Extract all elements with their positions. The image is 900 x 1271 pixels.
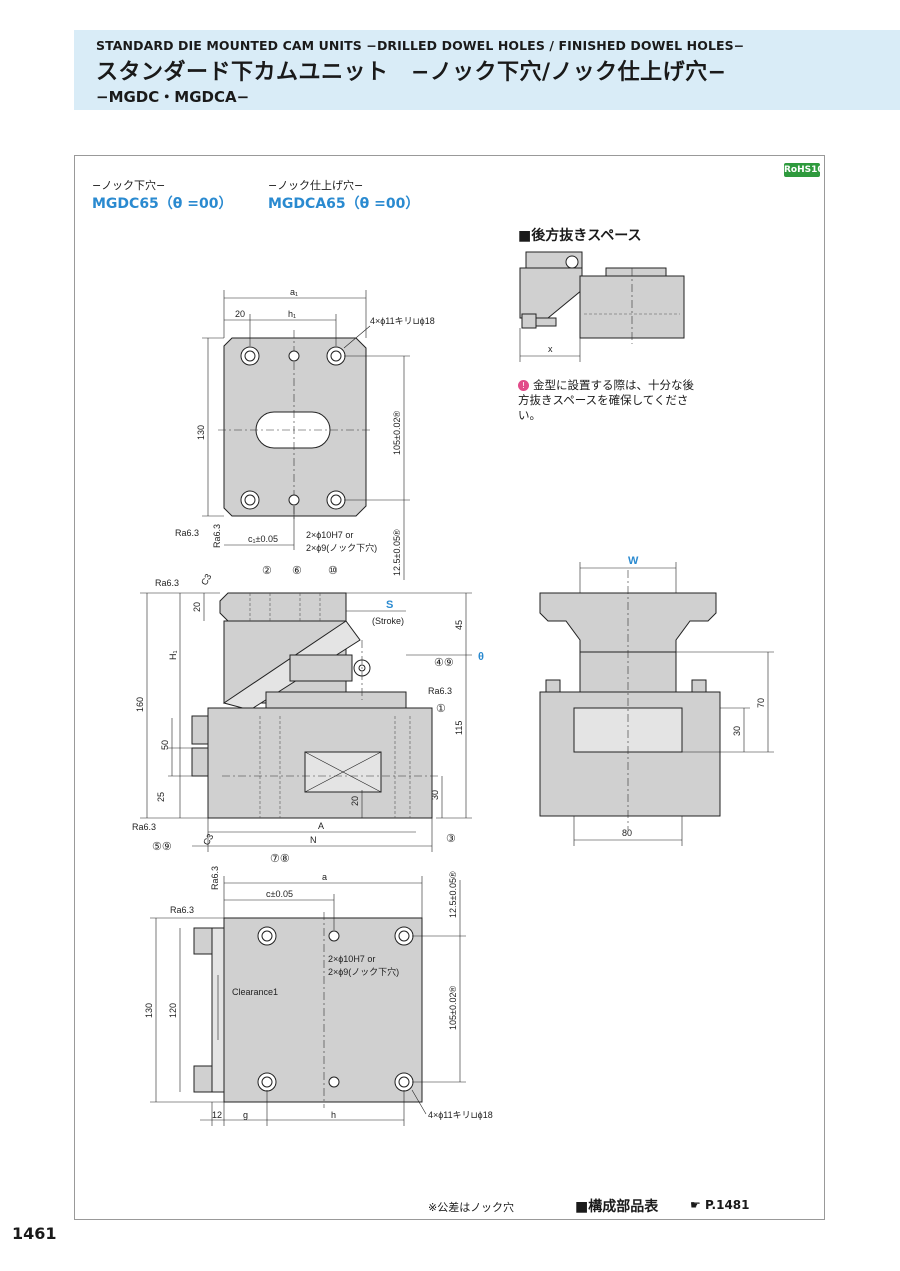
dim-a1: a₁ [290, 287, 298, 297]
dim-80: 80 [622, 828, 632, 838]
dim-120: 120 [168, 1003, 178, 1018]
dim-70: 70 [756, 698, 766, 708]
callout-7-8: ⑦⑧ [270, 853, 290, 865]
ra-label-6: Ra6.3 [210, 866, 220, 890]
callout-10: ⑩ [328, 565, 338, 577]
arrow-icon: ☛ [690, 1198, 701, 1212]
page-number: 1461 [12, 1224, 57, 1243]
variant-caption-drilled: −ノック下穴− [92, 179, 166, 192]
callout-3: ③ [446, 833, 456, 845]
dim-12-5-bottom: 12.5±0.05® [448, 871, 458, 918]
ra-label-3: Ra6.3 [155, 578, 179, 588]
ra-label-2: Ra6.3 [212, 524, 222, 548]
dim-20-top: 20 [235, 309, 245, 319]
dim-130-top: 130 [196, 425, 206, 440]
callout-5-9: ⑤⑨ [152, 841, 172, 853]
dim-c1: c₁±0.05 [248, 534, 278, 544]
callout-1: ① [436, 703, 446, 715]
dim-130-bottom: 130 [144, 1003, 154, 1018]
clearance-label: Clearance1 [232, 987, 278, 997]
dim-a: a [322, 872, 327, 882]
page-reference[interactable]: ☛ P.1481 [690, 1198, 750, 1212]
dim-12: 12 [212, 1110, 222, 1120]
dim-g: g [243, 1110, 248, 1120]
dim-25: 25 [156, 792, 166, 802]
dim-h: h [331, 1110, 336, 1120]
callout-6: ⑥ [292, 565, 302, 577]
dim-N: N [310, 835, 317, 845]
variant-model-mgdca: MGDCA65（θ =00） [268, 196, 420, 212]
rohs-badge: RoHS10 [784, 163, 824, 177]
variant-caption-finished: −ノック仕上げ穴− [268, 179, 364, 192]
title-english: STANDARD DIE MOUNTED CAM UNITS −DRILLED … [96, 38, 745, 53]
dim-20-front: 20 [192, 602, 202, 612]
dim-12-5-top: 12.5±0.05® [392, 529, 402, 576]
dowel-spec-1a: 2×ϕ10H7 or [306, 530, 353, 540]
drawing-frame [74, 155, 825, 1220]
front-view [140, 592, 472, 852]
dim-theta: θ [478, 651, 484, 663]
dim-20-inner: 20 [350, 796, 360, 806]
side-view [539, 562, 774, 846]
holes-spec-top: 4×ϕ11キリ⊔ϕ18 [370, 316, 435, 326]
model-subtitle: −MGDC・MGDCA− [96, 88, 250, 106]
ra-label-7: Ra6.3 [170, 905, 194, 915]
dim-115: 115 [454, 721, 464, 735]
tolerance-footnote: ※公差はノック穴 [428, 1201, 514, 1214]
dim-H1: H₁ [168, 650, 178, 660]
holes-spec-bottom: 4×ϕ11キリ⊔ϕ18 [428, 1110, 493, 1120]
chamfer-c3-top: C3 [199, 572, 213, 587]
parts-table-link[interactable]: ■構成部品表 [575, 1199, 659, 1215]
dowel-spec-1b: 2×ϕ9(ノック下穴) [306, 542, 377, 553]
page-reference-text: P.1481 [704, 1198, 750, 1212]
rear-space-note-text: 金型に設置する際は、十分な後方抜きスペースを確保してください。 [518, 378, 694, 422]
top-view [202, 290, 410, 580]
caution-icon: ! [518, 380, 529, 391]
header-band [74, 30, 900, 110]
dim-30-side: 30 [732, 726, 742, 736]
title-japanese: スタンダード下カムユニット −ノック下穴/ノック仕上げ穴− [96, 60, 727, 85]
variant-model-mgdc: MGDC65（θ =00） [92, 196, 233, 212]
dim-c: c±0.05 [266, 889, 293, 899]
dim-45: 45 [454, 620, 464, 630]
dim-x: x [548, 344, 553, 354]
dowel-spec-2b: 2×ϕ9(ノック下穴) [328, 966, 399, 977]
ra-label-1: Ra6.3 [175, 528, 199, 538]
dim-105-top: 105±0.02® [392, 411, 402, 455]
dim-h1: h₁ [288, 309, 296, 319]
bottom-view [150, 876, 466, 1126]
dim-160: 160 [135, 697, 145, 712]
dim-50: 50 [160, 740, 170, 750]
rear-space-diagram [519, 251, 685, 362]
callout-4-9: ④⑨ [434, 657, 454, 669]
dimension-labels: a₁ 20 h₁ 4×ϕ11キリ⊔ϕ18 130 105±0.02® 12.5±… [132, 287, 766, 1120]
ra-label-4: Ra6.3 [428, 686, 452, 696]
stroke-label: (Stroke) [372, 616, 404, 626]
rear-space-title: ■後方抜きスペース [518, 228, 642, 244]
dim-S: S [386, 599, 393, 611]
callout-2: ② [262, 565, 272, 577]
dim-30-front: 30 [430, 790, 440, 800]
dim-105-bottom: 105±0.02® [448, 986, 458, 1030]
dim-W: W [628, 555, 639, 567]
ra-label-5: Ra6.3 [132, 822, 156, 832]
dim-A: A [318, 821, 324, 831]
dowel-spec-2a: 2×ϕ10H7 or [328, 954, 375, 964]
rear-space-note: !金型に設置する際は、十分な後方抜きスペースを確保してください。 [518, 378, 698, 423]
chamfer-c3-bottom: C3 [201, 832, 215, 847]
